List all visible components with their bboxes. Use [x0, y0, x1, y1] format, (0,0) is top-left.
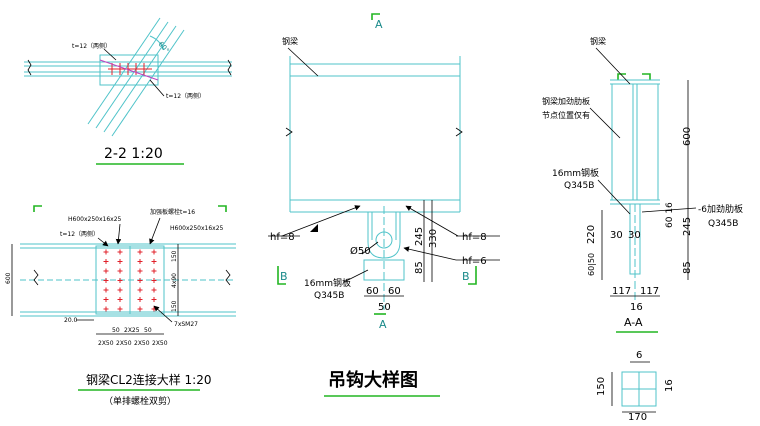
- dim-2x25: 2X25: [124, 327, 140, 334]
- dim-v2: 4x90: [171, 273, 178, 288]
- splice-detail: H600x250x16x25 加强板螺栓t=16 H600x250x16x25 …: [5, 205, 236, 407]
- bolt-marker: [137, 259, 143, 264]
- bolt-marker: [137, 268, 143, 274]
- bolt-marker: [137, 306, 143, 312]
- aa-dim-30a: 30: [610, 230, 623, 241]
- hook-elevation: A A 钢梁 hf=8 hf=8 hf=6 Ø50 1: [268, 13, 500, 331]
- bolt-marker: [151, 297, 157, 302]
- aa-dim-30b: 30: [628, 230, 641, 241]
- sd-dim-6: 6: [636, 350, 642, 361]
- splice-subtitle: （单排螺栓双剪）: [104, 395, 176, 407]
- bolt-marker: [117, 287, 123, 293]
- bolt-marker: [151, 268, 157, 274]
- dim-50: 50: [378, 302, 391, 313]
- hole-label: Ø50: [350, 245, 371, 257]
- plate-note-top: t=12（两侧）: [72, 42, 111, 50]
- beam-right-label: H600x250x16x25: [170, 225, 224, 232]
- aa-plate-name: 16mm钢板: [552, 167, 599, 179]
- aa-stiffener-line1: 钢梁加劲肋板: [542, 96, 590, 106]
- bolt-marker: [151, 287, 157, 293]
- small-label: 20.0: [64, 317, 78, 324]
- beam-left-label: H600x250x16x25: [68, 216, 122, 223]
- aa-dim-6016: 60 16: [665, 202, 675, 228]
- bolt-group: [108, 63, 152, 75]
- aa-stiffener-line2: 节点位置仅有: [542, 110, 590, 120]
- dim-v3: 150: [171, 300, 178, 312]
- section-a-a: 钢梁 钢梁加劲肋板 节点位置仅有 16mm钢板 Q345B -6加劲肋板 Q34…: [542, 36, 743, 333]
- dim-60b: 60: [388, 286, 401, 297]
- bolt-marker: [151, 259, 157, 264]
- aa-beam-label: 钢梁: [590, 36, 606, 46]
- dim-v1: 150: [171, 250, 178, 262]
- bolt-marker: [137, 297, 143, 302]
- dim-b1: 2X50: [98, 340, 114, 347]
- bolt-marker: [151, 249, 157, 255]
- bolt-marker: [103, 268, 109, 274]
- bolt-array: [103, 249, 157, 312]
- detail-2-2: 60° t=12（两侧） t=12（两侧） 2-2 1:20: [24, 17, 232, 165]
- aa-label: A-A: [624, 316, 643, 329]
- bolt-marker: [103, 278, 109, 283]
- aa-dim-117b: 117: [640, 286, 659, 297]
- bolt-marker: [137, 249, 143, 255]
- dim-60a: 60: [366, 286, 379, 297]
- aa-dim-117a: 117: [612, 286, 631, 297]
- aa-dim-85: 85: [682, 261, 693, 274]
- bolt-marker: [117, 268, 123, 274]
- bolt-marker: [137, 287, 143, 293]
- aa-dim-600: 600: [682, 127, 693, 146]
- dim-height: 600: [5, 272, 12, 284]
- hf-right-bottom-label: hf=6: [462, 256, 487, 267]
- dim-b4: 2X50: [152, 340, 168, 347]
- aa-dim-16: 16: [630, 302, 643, 313]
- splice-title: 钢梁CL2连接大样 1:20: [86, 372, 211, 387]
- bolt-marker: [117, 306, 123, 312]
- section-b-right: B: [462, 270, 470, 283]
- sd-dim-150: 150: [596, 377, 607, 396]
- stiffener-detail: 6 150 16 170: [596, 350, 675, 423]
- bolt-marker: [137, 278, 143, 283]
- bolt-marker: [103, 306, 109, 312]
- hf-right-top-label: hf=8: [462, 232, 487, 243]
- bolt-count-label: 7xSM27: [174, 321, 198, 328]
- bolt-marker: [117, 259, 123, 264]
- plate-note-label: 加强板螺栓t=16: [150, 208, 195, 216]
- aa-plate-grade: Q345B: [564, 181, 594, 191]
- hook-plate-name: 16mm钢板: [304, 277, 351, 289]
- drawing-title: 吊钩大样图: [328, 369, 418, 391]
- hook-plate-grade: Q345B: [314, 291, 344, 301]
- section-b-left: B: [280, 270, 288, 283]
- aa-stiff-grade: Q345B: [708, 219, 738, 229]
- dim-85: 85: [414, 261, 425, 274]
- dim-330: 330: [428, 229, 439, 248]
- section-a-bottom: A: [379, 318, 387, 331]
- bolt-marker: [151, 278, 157, 283]
- bolt-marker: [117, 297, 123, 302]
- detail-2-2-title: 2-2 1:20: [104, 146, 163, 162]
- aa-dim-6050: 60|50: [587, 253, 596, 276]
- bolt-marker: [117, 249, 123, 255]
- sd-dim-170: 170: [628, 412, 647, 423]
- section-a-top: A: [375, 18, 383, 31]
- hook-beam-label: 钢梁: [282, 36, 298, 46]
- bolt-marker: [103, 297, 109, 302]
- aa-stiff-right: -6加劲肋板: [698, 203, 743, 215]
- bolt-marker: [103, 287, 109, 293]
- dim-50b: 50: [144, 327, 152, 334]
- sd-dim-16: 16: [664, 379, 675, 392]
- dim-245: 245: [414, 227, 425, 246]
- aa-dim-245: 245: [682, 217, 693, 236]
- dim-50a: 50: [112, 327, 120, 334]
- aa-dim-220: 220: [586, 225, 597, 244]
- hf-left-label: hf=8: [270, 232, 295, 243]
- bolt-marker: [103, 249, 109, 255]
- bolt-marker: [117, 278, 123, 283]
- flange-plate-label: t=12（两侧）: [60, 230, 99, 238]
- dim-b3: 2X50: [134, 340, 150, 347]
- dim-b2: 2X50: [116, 340, 132, 347]
- plate-note-bottom: t=12（两侧）: [166, 92, 205, 100]
- bolt-marker: [103, 259, 109, 264]
